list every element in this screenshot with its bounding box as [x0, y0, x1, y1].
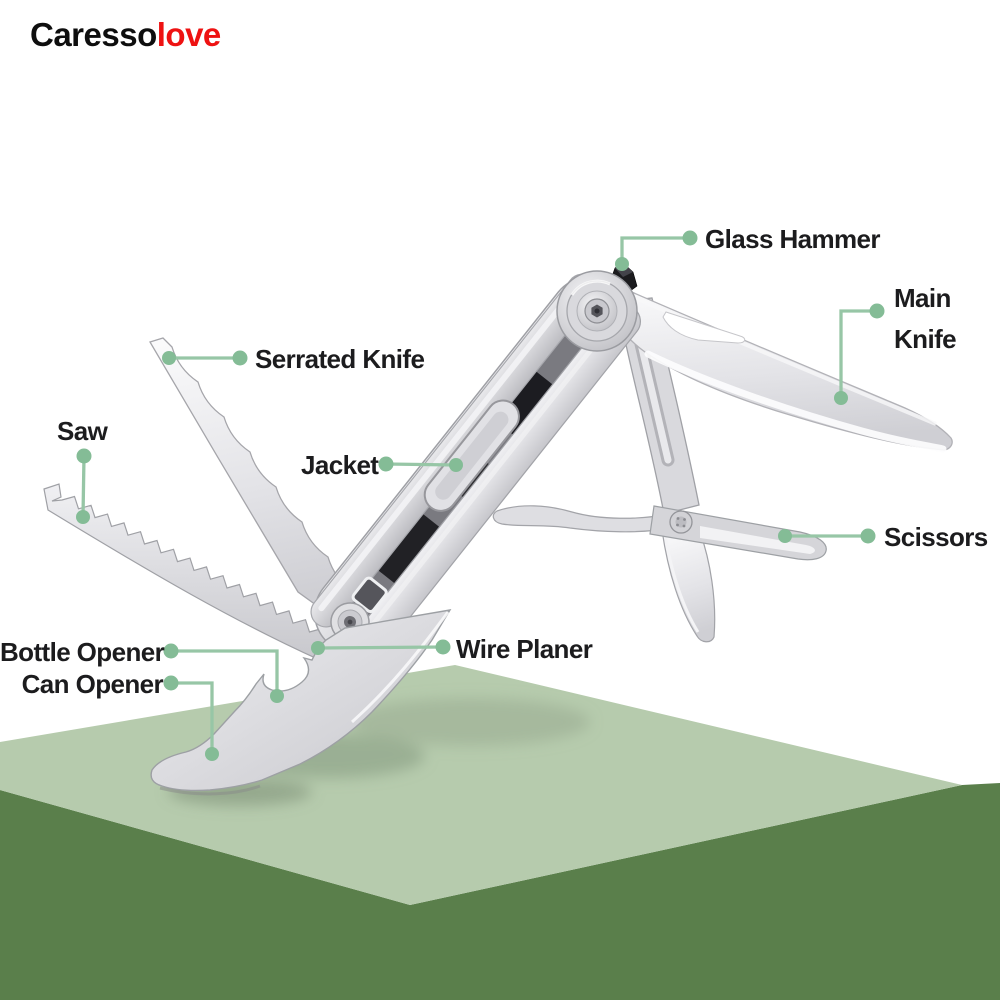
label-serrated-knife: Serrated Knife	[255, 344, 425, 374]
scissors-left-handle	[492, 505, 671, 533]
handle-staple-cutout	[351, 576, 388, 614]
callout-dot	[860, 528, 876, 544]
handle-jacket	[310, 273, 641, 664]
main-knife	[617, 284, 953, 453]
platform-side-face	[0, 783, 1000, 1000]
label-can-opener: Can Opener	[21, 669, 164, 699]
screw-dimple	[676, 517, 680, 520]
screw-dimple	[676, 523, 679, 527]
brand-name-red: love	[156, 16, 222, 53]
serrated-knife-blade	[149, 337, 361, 619]
callout-dot	[449, 458, 463, 472]
handle-front-rail-highlight	[359, 312, 622, 641]
screw-dimple	[682, 524, 686, 528]
callout-dot	[778, 529, 792, 543]
callout-dot	[162, 351, 176, 365]
callout-line-jacket	[385, 462, 457, 467]
opener-plate-edge-highlight	[350, 611, 450, 724]
label-main-knife-line1: Main	[894, 283, 951, 313]
scissors-right-blade-inner	[700, 526, 815, 554]
callout-dot	[378, 456, 394, 472]
handle-back-rail-highlight	[318, 280, 582, 612]
brand-name-black: Caresso	[30, 16, 157, 53]
saw-blade	[43, 483, 343, 669]
screw-dimple	[683, 518, 686, 521]
callout-dots	[76, 230, 885, 761]
scissors-lower-blade-edge	[663, 533, 700, 633]
callout-dot	[163, 643, 179, 659]
label-glass-hammer: Glass Hammer	[705, 224, 881, 254]
label-bottle-opener: Bottle Opener	[0, 637, 165, 667]
main-knife-bevel	[644, 350, 947, 453]
callout-dot	[615, 257, 629, 271]
label-wire-planer: Wire Planer	[456, 634, 593, 664]
callout-dot	[76, 510, 90, 524]
callout-dot	[163, 675, 179, 691]
callout-dot	[311, 641, 325, 655]
callout-dot	[435, 639, 451, 655]
handle-bottom-screw-center	[347, 619, 353, 625]
callout-line-main-knife	[839, 309, 877, 398]
callout-line-saw	[81, 455, 86, 518]
callout-dot	[205, 747, 219, 761]
main-pivot	[556, 270, 638, 352]
callout-dot	[232, 350, 248, 366]
main-knife-spine-highlight	[624, 292, 937, 426]
opener-plate	[150, 609, 452, 796]
pivot-ring-highlight	[570, 279, 611, 296]
label-saw: Saw	[57, 416, 108, 446]
callout-dot	[682, 230, 698, 246]
opener-foot-shadow-line	[159, 784, 261, 796]
brand-logo: Caressolove	[30, 16, 221, 54]
callouts	[81, 236, 877, 754]
main-knife-slot-cutout	[662, 311, 746, 344]
callout-line-bottle-opener	[171, 649, 279, 696]
label-main-knife: Main Knife	[894, 278, 957, 360]
callout-line-wire-planer	[317, 645, 444, 650]
callout-dot	[76, 448, 92, 464]
handle-slot-dark	[376, 512, 442, 585]
label-scissors: Scissors	[884, 522, 988, 552]
jacket-pill-slot-inner	[435, 411, 509, 500]
callout-line-can-opener	[171, 681, 214, 754]
opener-plate-body	[150, 609, 452, 792]
callout-dot	[834, 391, 848, 405]
scissors-lower-blade	[661, 529, 716, 643]
pivot-screw-center	[594, 308, 600, 314]
callout-line-glass-hammer	[620, 236, 690, 264]
callout-dot	[869, 303, 885, 319]
label-jacket: Jacket	[301, 450, 379, 480]
label-main-knife-line2: Knife	[894, 324, 957, 354]
scissors-arm-slot-inner	[637, 340, 672, 464]
callout-dot	[270, 689, 284, 703]
